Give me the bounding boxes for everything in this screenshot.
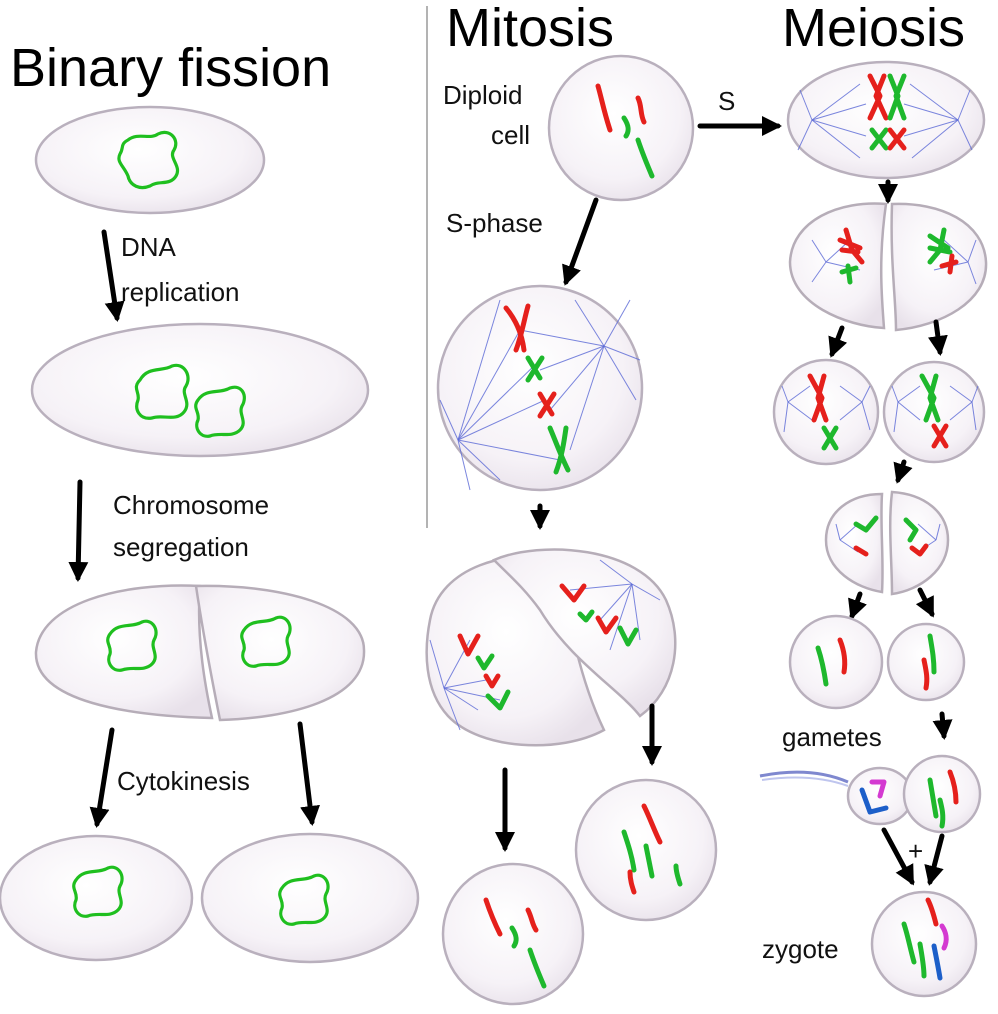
arrow-cytokinesis-right — [297, 721, 320, 826]
bacterium-initial — [34, 105, 266, 215]
bacterium-replicated — [30, 322, 370, 458]
label-diploid: Diploid — [443, 80, 523, 110]
arrow-fertilization-egg — [924, 833, 945, 886]
arrow-meiosis-5 — [932, 711, 953, 740]
egg-cell — [902, 754, 982, 834]
arrow-s-phase — [562, 197, 599, 286]
label-dna-replication-1: DNA — [121, 232, 177, 262]
bacterium-daughter-right — [200, 832, 420, 964]
arrow-meiosis-2-left — [828, 325, 848, 358]
label-gametes: gametes — [782, 722, 882, 752]
label-s: S — [718, 86, 735, 116]
mitosis-diploid-cell — [547, 54, 695, 202]
label-zygote: zygote — [762, 934, 839, 964]
meiosis-metaphase-two-cell-right — [882, 360, 986, 464]
bacterium-daughter-left — [0, 834, 194, 962]
arrow-meiosis-2-right — [927, 319, 948, 356]
zygote-cell — [870, 890, 978, 998]
label-chromosome-segregation-1: Chromosome — [113, 490, 269, 520]
label-dna-replication-2: replication — [121, 277, 240, 307]
arrow-meiosis-4-right — [915, 587, 935, 618]
title-binary-fission: Binary fission — [10, 38, 331, 98]
mitosis-metaphase-cell — [436, 284, 644, 492]
arrow-meiosis-4-left — [848, 591, 867, 620]
gamete-cell-left — [788, 614, 884, 710]
arrow-fertilization-sperm — [881, 827, 915, 886]
meiosis-metaphase-two-cell-left — [772, 358, 880, 466]
sperm-cell — [759, 766, 914, 826]
gamete-cell-right — [886, 622, 966, 702]
title-meiosis: Meiosis — [782, 0, 965, 58]
arrow-dna-replication — [101, 229, 125, 322]
meiosis-telophase-two-cell — [824, 490, 950, 596]
title-mitosis: Mitosis — [446, 0, 614, 58]
label-cell: cell — [491, 120, 530, 150]
mitosis-daughter-cell-left — [441, 862, 585, 1006]
label-chromosome-segregation-2: segregation — [113, 532, 249, 562]
bacterium-dividing — [34, 584, 366, 722]
meiosis-column: S — [697, 60, 988, 998]
mitosis-telophase-cell — [425, 548, 677, 747]
mitosis-daughter-cell-right — [574, 778, 718, 922]
arrow-meiosis-3 — [893, 459, 913, 484]
meiosis-telophase-one-cell — [788, 202, 988, 332]
label-cytokinesis: Cytokinesis — [117, 766, 250, 796]
label-plus: + — [908, 836, 923, 866]
mitosis-column: Diploid cell S-phase — [425, 54, 718, 1006]
bacterial-chromosome — [117, 130, 179, 190]
binary-fission-column: DNA replication Chromosome segregation C… — [0, 105, 420, 964]
arrow-chromosome-segregation — [68, 479, 89, 582]
arrow-cytokinesis-left — [89, 727, 115, 828]
label-s-phase: S-phase — [446, 208, 543, 238]
meiosis-metaphase-one-cell — [786, 60, 986, 180]
